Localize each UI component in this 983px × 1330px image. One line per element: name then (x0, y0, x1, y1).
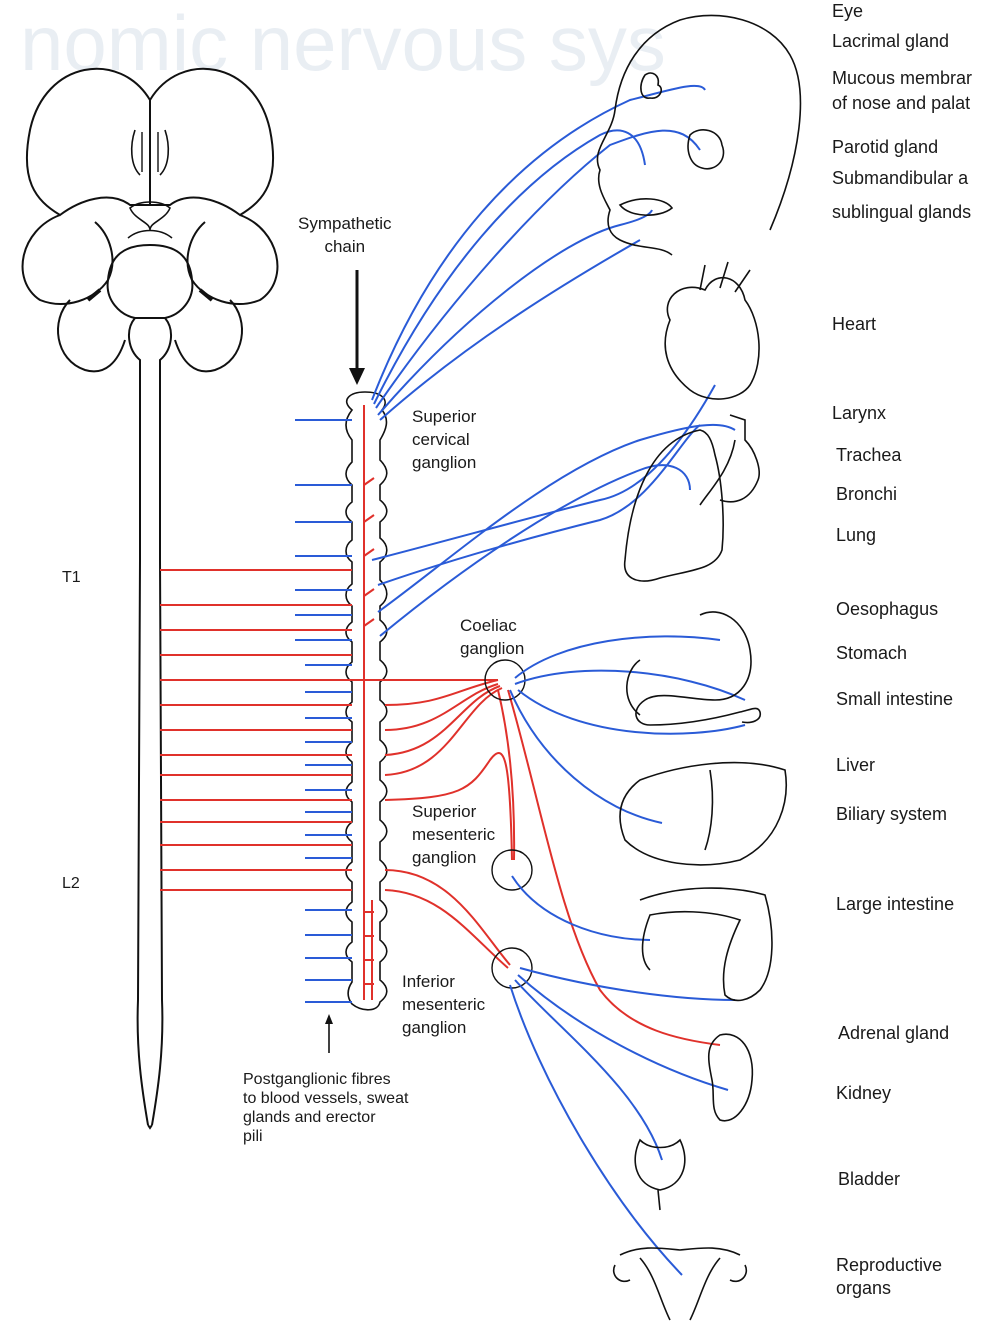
organ-label: Lacrimal gland (832, 30, 949, 53)
reproductive-outline (620, 1248, 740, 1320)
organ-label: Bronchi (836, 483, 897, 506)
lung-outline (625, 430, 723, 581)
superior-mesenteric-ganglion-label: Superior mesenteric ganglion (412, 800, 495, 869)
organ-label: Small intestine (836, 688, 953, 711)
organ-label: Bladder (838, 1168, 900, 1191)
organ-label: Oesophagus (836, 598, 938, 621)
brain-and-spinal-cord (23, 69, 278, 1128)
kidney-outline (709, 1034, 753, 1121)
organ-label: Trachea (836, 444, 901, 467)
organ-illustrations (597, 15, 800, 1320)
organ-label: Large intestine (836, 893, 954, 916)
liver-outline (620, 763, 786, 865)
watermark-title: nomic nervous sys (20, 0, 666, 87)
organ-label: of nose and palat (832, 92, 970, 115)
bladder-outline (635, 1140, 685, 1190)
organ-label: sublingual glands (832, 201, 971, 224)
organ-label: Mucous membrar (832, 67, 972, 90)
postganglionic-fibres-label: Postganglionic fibres to blood vessels, … (243, 1070, 408, 1146)
organ-label: Stomach (836, 642, 907, 665)
sympathetic-chain-label: Sympathetic chain (298, 212, 392, 258)
segment-t1-label: T1 (62, 566, 81, 589)
organ-label: Larynx (832, 402, 886, 425)
coeliac-ganglion-label: Coeliac ganglion (460, 614, 524, 660)
organ-label: Heart (832, 313, 876, 336)
organ-label: Submandibular a (832, 167, 968, 190)
organ-label: Lung (836, 524, 876, 547)
organ-label: Parotid gland (832, 136, 938, 159)
organ-label: Biliary system (836, 803, 947, 826)
organ-label: Adrenal gland (838, 1022, 949, 1045)
large-intestine-outline (640, 888, 772, 1000)
organ-label: Liver (836, 754, 875, 777)
organ-label: Eye (832, 0, 863, 23)
inferior-mesenteric-ganglion-label: Inferior mesenteric ganglion (402, 970, 485, 1039)
superior-cervical-ganglion-label: Superior cervical ganglion (412, 405, 476, 474)
stomach-outline (636, 612, 760, 725)
segment-l2-label: L2 (62, 872, 80, 895)
organ-label: Reproductive organs (836, 1254, 942, 1300)
heart-outline (665, 278, 759, 399)
organ-label: Kidney (836, 1082, 891, 1105)
